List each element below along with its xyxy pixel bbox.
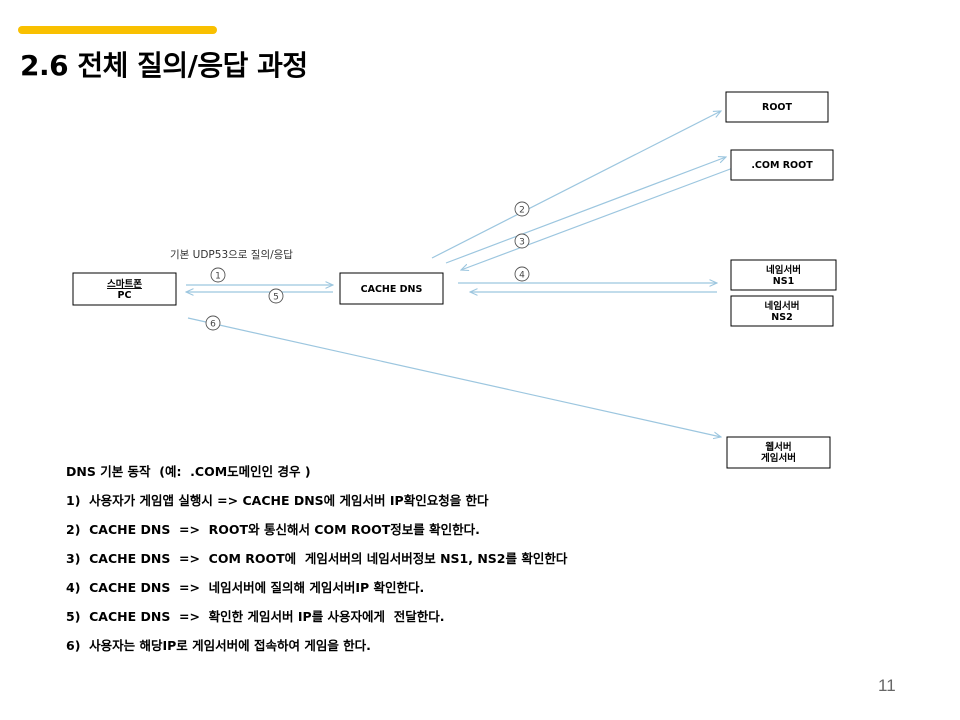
node-name-server-ns2: 네임서버 NS2	[730, 295, 834, 327]
title-accent-bar	[18, 26, 217, 34]
svg-text:3: 3	[519, 237, 525, 247]
node-root: ROOT	[725, 91, 829, 123]
explanation-step-1: 1) 사용자가 게임앱 실행시 => CACHE DNS에 게임서버 IP확인요…	[66, 493, 489, 508]
explanation-heading: DNS 기본 동작 (예: .COM도메인인 경우 )	[66, 464, 311, 479]
step-marker-1: 1	[210, 267, 226, 283]
explanation-list: DNS 기본 동작 (예: .COM도메인인 경우 ) 1) 사용자가 게임앱 …	[66, 460, 766, 663]
explanation-step-6: 6) 사용자는 해당IP로 게임서버에 접속하여 게임을 한다.	[66, 638, 371, 653]
page-number: 11	[878, 676, 896, 695]
explanation-step-3: 3) CACHE DNS => COM ROOT에 게임서버의 네임서버정보 N…	[66, 551, 568, 566]
svg-text:4: 4	[519, 270, 525, 280]
node-game-server: 웹서버 게임서버	[726, 436, 831, 469]
svg-text:PC: PC	[118, 290, 132, 301]
svg-text:NS1: NS1	[773, 276, 794, 287]
svg-text:ROOT: ROOT	[762, 102, 792, 113]
svg-text:NS2: NS2	[771, 312, 792, 323]
explanation-step-4: 4) CACHE DNS => 네임서버에 질의해 게임서버IP 확인한다.	[66, 580, 425, 595]
svg-text:.COM ROOT: .COM ROOT	[751, 160, 813, 171]
svg-text:네임서버: 네임서버	[766, 264, 801, 276]
svg-text:5: 5	[273, 292, 279, 302]
svg-text:6: 6	[210, 319, 216, 329]
arrow-step-2	[431, 111, 721, 259]
step-marker-5: 5	[268, 288, 284, 304]
svg-text:스마트폰: 스마트폰	[107, 278, 142, 290]
node-smartphone-pc: 스마트폰 PC	[72, 272, 177, 306]
svg-text:CACHE DNS: CACHE DNS	[361, 284, 423, 295]
step-marker-4: 4	[514, 266, 530, 282]
explanation-step-2: 2) CACHE DNS => ROOT와 통신해서 COM ROOT정보를 확…	[66, 522, 480, 537]
slide-title: 2.6 전체 질의/응답 과정	[20, 49, 308, 82]
explanation-step-5: 5) CACHE DNS => 확인한 게임서버 IP를 사용자에게 전달한다.	[66, 609, 445, 624]
step-marker-3: 3	[514, 233, 530, 249]
arrow-step-6	[187, 317, 721, 437]
node-cache-dns: CACHE DNS	[339, 272, 444, 305]
udp-caption: 기본 UDP53으로 질의/응답	[170, 249, 293, 261]
svg-text:게임서버: 게임서버	[761, 452, 796, 464]
step-marker-2: 2	[514, 201, 530, 217]
arrow-step-3-out	[445, 157, 726, 264]
svg-text:1: 1	[215, 271, 221, 281]
node-com-root: .COM ROOT	[730, 149, 834, 181]
svg-text:2: 2	[519, 205, 525, 215]
node-name-server-ns1: 네임서버 NS1	[730, 259, 837, 291]
svg-text:네임서버: 네임서버	[765, 300, 800, 312]
step-marker-6: 6	[205, 315, 221, 331]
arrow-step-3-back	[461, 167, 734, 270]
svg-text:웹서버: 웹서버	[765, 441, 791, 453]
